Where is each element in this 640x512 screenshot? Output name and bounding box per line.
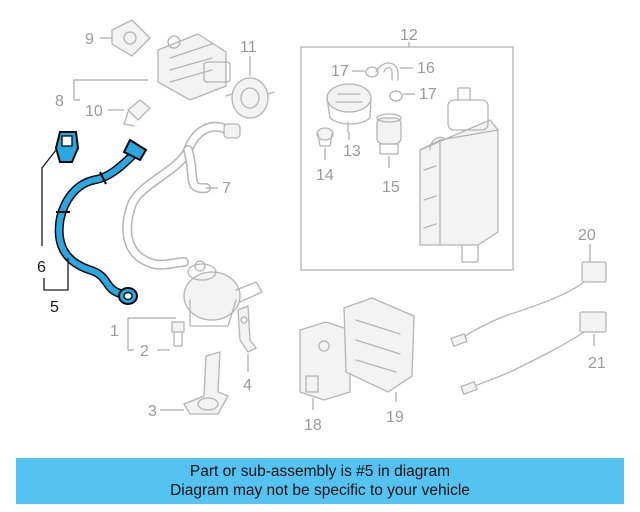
clamp-17-upper[interactable] — [365, 66, 379, 78]
callout-2[interactable]: 2 — [140, 343, 149, 360]
charcoal-canister[interactable] — [419, 87, 499, 263]
fitting-14[interactable] — [316, 127, 334, 147]
sensor-10[interactable] — [123, 99, 151, 127]
hose-7[interactable] — [122, 121, 241, 270]
hose-16[interactable] — [375, 62, 399, 81]
egr-valve-8[interactable] — [157, 33, 231, 101]
valve-15[interactable] — [376, 113, 402, 155]
callout-12[interactable]: 12 — [400, 27, 418, 44]
callout-11[interactable]: 11 — [240, 39, 257, 56]
connector-6[interactable] — [54, 131, 80, 163]
gasket-9[interactable] — [111, 19, 151, 57]
callout-16[interactable]: 16 — [417, 60, 435, 77]
banner-line-disclaimer: Diagram may not be specific to your vehi… — [170, 482, 470, 499]
purge-valve-13[interactable] — [326, 83, 372, 133]
callout-18[interactable]: 18 — [304, 417, 322, 434]
oxygen-sensor-21[interactable] — [460, 311, 607, 395]
bracket-3[interactable] — [183, 351, 229, 415]
callout-6[interactable]: 6 — [37, 259, 46, 276]
callout-17b[interactable]: 17 — [419, 86, 437, 103]
pump-assembly-1[interactable] — [183, 260, 263, 327]
callout-10[interactable]: 10 — [85, 103, 103, 120]
assembly-12-frame — [300, 46, 514, 271]
control-unit-18[interactable] — [299, 321, 351, 401]
callout-9[interactable]: 9 — [85, 31, 94, 48]
banner-line-part: Part or sub-assembly is #5 in diagram — [189, 463, 451, 480]
callout-15[interactable]: 15 — [382, 179, 400, 196]
callout-4[interactable]: 4 — [243, 377, 252, 394]
pump-11[interactable] — [225, 77, 275, 119]
valve-2[interactable] — [171, 321, 185, 347]
callout-20[interactable]: 20 — [578, 227, 596, 244]
oxygen-sensor-20[interactable] — [450, 261, 607, 347]
callout-21[interactable]: 21 — [588, 355, 606, 372]
callout-14[interactable]: 14 — [316, 167, 334, 184]
leader-5 — [43, 258, 69, 291]
leader-1 — [127, 317, 176, 351]
clamp-17-lower[interactable] — [389, 90, 403, 102]
info-banner: Part or sub-assembly is #5 in diagram Di… — [16, 458, 624, 504]
heat-shield-19[interactable] — [343, 297, 415, 393]
callout-8[interactable]: 8 — [55, 93, 64, 110]
bracket-4[interactable] — [237, 305, 257, 353]
leader-6 — [41, 149, 57, 246]
callout-19[interactable]: 19 — [386, 409, 404, 426]
callout-5[interactable]: 5 — [50, 299, 59, 316]
leader-8 — [73, 79, 148, 101]
callout-17a[interactable]: 17 — [331, 63, 349, 80]
callout-7[interactable]: 7 — [222, 180, 231, 197]
callout-1[interactable]: 1 — [110, 323, 119, 340]
highlighted-hose-5[interactable] — [54, 138, 148, 305]
parts-diagram: 12 13 14 15 16 17 — [37, 19, 607, 434]
callout-3[interactable]: 3 — [148, 403, 157, 420]
callout-13[interactable]: 13 — [343, 143, 361, 160]
